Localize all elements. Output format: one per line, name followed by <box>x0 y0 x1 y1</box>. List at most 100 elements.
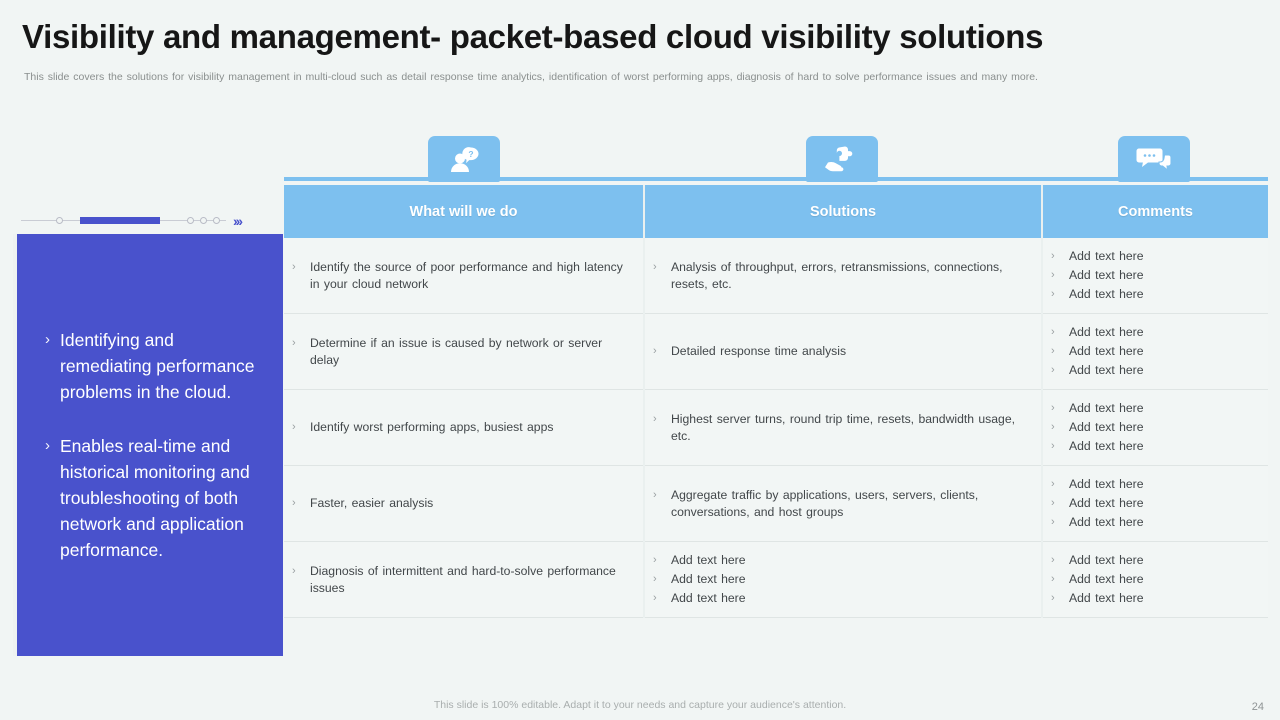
chevron-right-icon: › <box>653 592 657 604</box>
bullet-line: › Detailed response time analysis <box>653 343 1029 360</box>
bullet-text: Highest server turns, round trip time, r… <box>671 411 1015 443</box>
table-row: › Determine if an issue is caused by net… <box>284 313 1268 390</box>
bullet-line: › Faster, easier analysis <box>292 495 631 512</box>
decoration-progress-fill <box>80 217 160 224</box>
bullet-text: Aggregate traffic by applications, users… <box>671 487 979 519</box>
cell-what[interactable]: › Diagnosis of intermittent and hard-to-… <box>284 541 645 618</box>
page-number: 24 <box>1251 701 1264 713</box>
chevron-right-icon: › <box>292 497 296 509</box>
bullet-text: Add text here <box>1069 325 1144 339</box>
bullet-line: › Highest server turns, round trip time,… <box>653 411 1029 445</box>
hand-puzzle-icon <box>806 136 878 182</box>
table-row: › Faster, easier analysis › Aggregate tr… <box>284 465 1268 542</box>
svg-text:?: ? <box>468 149 473 159</box>
bullet-line: › Add text here <box>653 571 1029 588</box>
bullet-line: › Add text here <box>1051 419 1256 436</box>
footer-note: This slide is 100% editable. Adapt it to… <box>433 699 847 711</box>
bullet-line: › Add text here <box>1051 286 1256 303</box>
bullet-text: Add text here <box>1069 553 1144 567</box>
cell-what[interactable]: › Identify the source of poor performanc… <box>284 238 645 314</box>
cell-comments[interactable]: › Add text here › Add text here › Add te… <box>1042 238 1268 314</box>
chevron-right-icon: › <box>653 488 657 501</box>
bullet-text: Identify the source of poor performance … <box>310 259 623 291</box>
bullet-text: Add text here <box>1069 591 1144 605</box>
cell-what[interactable]: › Determine if an issue is caused by net… <box>284 313 645 390</box>
table-row: › Identify the source of poor performanc… <box>284 238 1268 314</box>
chevron-right-icon: › <box>653 554 657 566</box>
table-header-row: What will we do Solutions Comments <box>284 185 1268 238</box>
bullet-text: Add text here <box>1069 344 1144 358</box>
cell-what[interactable]: › Identify worst performing apps, busies… <box>284 389 645 466</box>
bullet-line: › Diagnosis of intermittent and hard-to-… <box>292 563 631 597</box>
comparison-table: What will we do Solutions Comments › Ide… <box>284 185 1268 618</box>
chevron-right-icon: › <box>653 260 657 273</box>
bullet-line: › Add text here <box>653 552 1029 569</box>
chevron-right-icon: › <box>1051 326 1055 338</box>
bullet-line: › Add text here <box>1051 514 1256 531</box>
bullet-line: › Add text here <box>1051 438 1256 455</box>
bullet-text: Add text here <box>1069 249 1144 263</box>
column-header-solutions[interactable]: Solutions <box>644 185 1043 238</box>
bullet-text: Add text here <box>671 572 746 586</box>
chevron-right-icon: › <box>1051 478 1055 490</box>
cell-solutions[interactable]: › Detailed response time analysis <box>644 313 1043 390</box>
speech-bubbles-icon <box>1118 136 1190 182</box>
bullet-text: Detailed response time analysis <box>671 344 847 358</box>
bullet-line: › Analysis of throughput, errors, retran… <box>653 259 1029 293</box>
decoration-bar: ››› <box>13 208 283 234</box>
bullet-text: Add text here <box>1069 363 1144 377</box>
chevron-right-icon: › <box>1051 497 1055 509</box>
cell-comments[interactable]: › Add text here › Add text here › Add te… <box>1042 313 1268 390</box>
cell-comments[interactable]: › Add text here › Add text here › Add te… <box>1042 465 1268 542</box>
bullet-line: › Identify worst performing apps, busies… <box>292 419 631 436</box>
bullet-text: Add text here <box>671 553 746 567</box>
decoration-dot <box>187 217 194 224</box>
cell-solutions[interactable]: › Analysis of throughput, errors, retran… <box>644 238 1043 314</box>
cell-solutions[interactable]: › Aggregate traffic by applications, use… <box>644 465 1043 542</box>
cell-solutions[interactable]: › Add text here › Add text here › Add te… <box>644 541 1043 618</box>
column-header-what-will-we-do[interactable]: What will we do <box>284 185 645 238</box>
bullet-line: › Add text here <box>653 590 1029 607</box>
bullet-text: Add text here <box>1069 268 1144 282</box>
cell-what[interactable]: › Faster, easier analysis <box>284 465 645 542</box>
page-subtitle: This slide covers the solutions for visi… <box>24 71 1038 83</box>
chevron-right-icon: › <box>1051 250 1055 262</box>
bullet-line: › Add text here <box>1051 571 1256 588</box>
bullet-text: Add text here <box>1069 420 1144 434</box>
chevron-right-icon: › <box>292 564 296 577</box>
chevron-right-icon: › <box>1051 516 1055 528</box>
chevron-right-icon: › <box>1051 440 1055 452</box>
chevron-right-icon: › <box>1051 288 1055 300</box>
bullet-line: › Determine if an issue is caused by net… <box>292 335 631 369</box>
chevron-right-icon: › <box>1051 402 1055 414</box>
decoration-chevrons-icon: ››› <box>233 213 243 229</box>
side-panel-item: › Identifying and remediating performanc… <box>45 327 265 405</box>
bullet-line: › Identify the source of poor performanc… <box>292 259 631 293</box>
chevron-right-icon: › <box>292 260 296 273</box>
decoration-dot <box>200 217 207 224</box>
column-header-comments[interactable]: Comments <box>1042 185 1268 238</box>
cell-comments[interactable]: › Add text here › Add text here › Add te… <box>1042 389 1268 466</box>
chevron-right-icon: › <box>1051 345 1055 357</box>
comparison-table-container: What will we do Solutions Comments › Ide… <box>284 177 1268 647</box>
decoration-dot <box>213 217 220 224</box>
bullet-text: Determine if an issue is caused by netwo… <box>310 335 603 367</box>
chevron-right-icon: › <box>1051 364 1055 376</box>
decoration-dot <box>56 217 63 224</box>
bullet-line: › Add text here <box>1051 248 1256 265</box>
bullet-text: Add text here <box>1069 496 1144 510</box>
bullet-line: › Add text here <box>1051 590 1256 607</box>
bullet-text: Add text here <box>1069 515 1144 529</box>
chevron-right-icon: › <box>292 421 296 433</box>
bullet-text: Analysis of throughput, errors, retransm… <box>671 259 1003 291</box>
chevron-right-icon: › <box>292 336 296 349</box>
bullet-line: › Add text here <box>1051 400 1256 417</box>
chevron-right-icon: › <box>653 345 657 357</box>
bullet-text: Diagnosis of intermittent and hard-to-so… <box>310 563 616 595</box>
bullet-line: › Add text here <box>1051 552 1256 569</box>
bullet-text: Add text here <box>1069 477 1144 491</box>
cell-solutions[interactable]: › Highest server turns, round trip time,… <box>644 389 1043 466</box>
table-row: › Diagnosis of intermittent and hard-to-… <box>284 541 1268 618</box>
bullet-line: › Add text here <box>1051 267 1256 284</box>
cell-comments[interactable]: › Add text here › Add text here › Add te… <box>1042 541 1268 618</box>
